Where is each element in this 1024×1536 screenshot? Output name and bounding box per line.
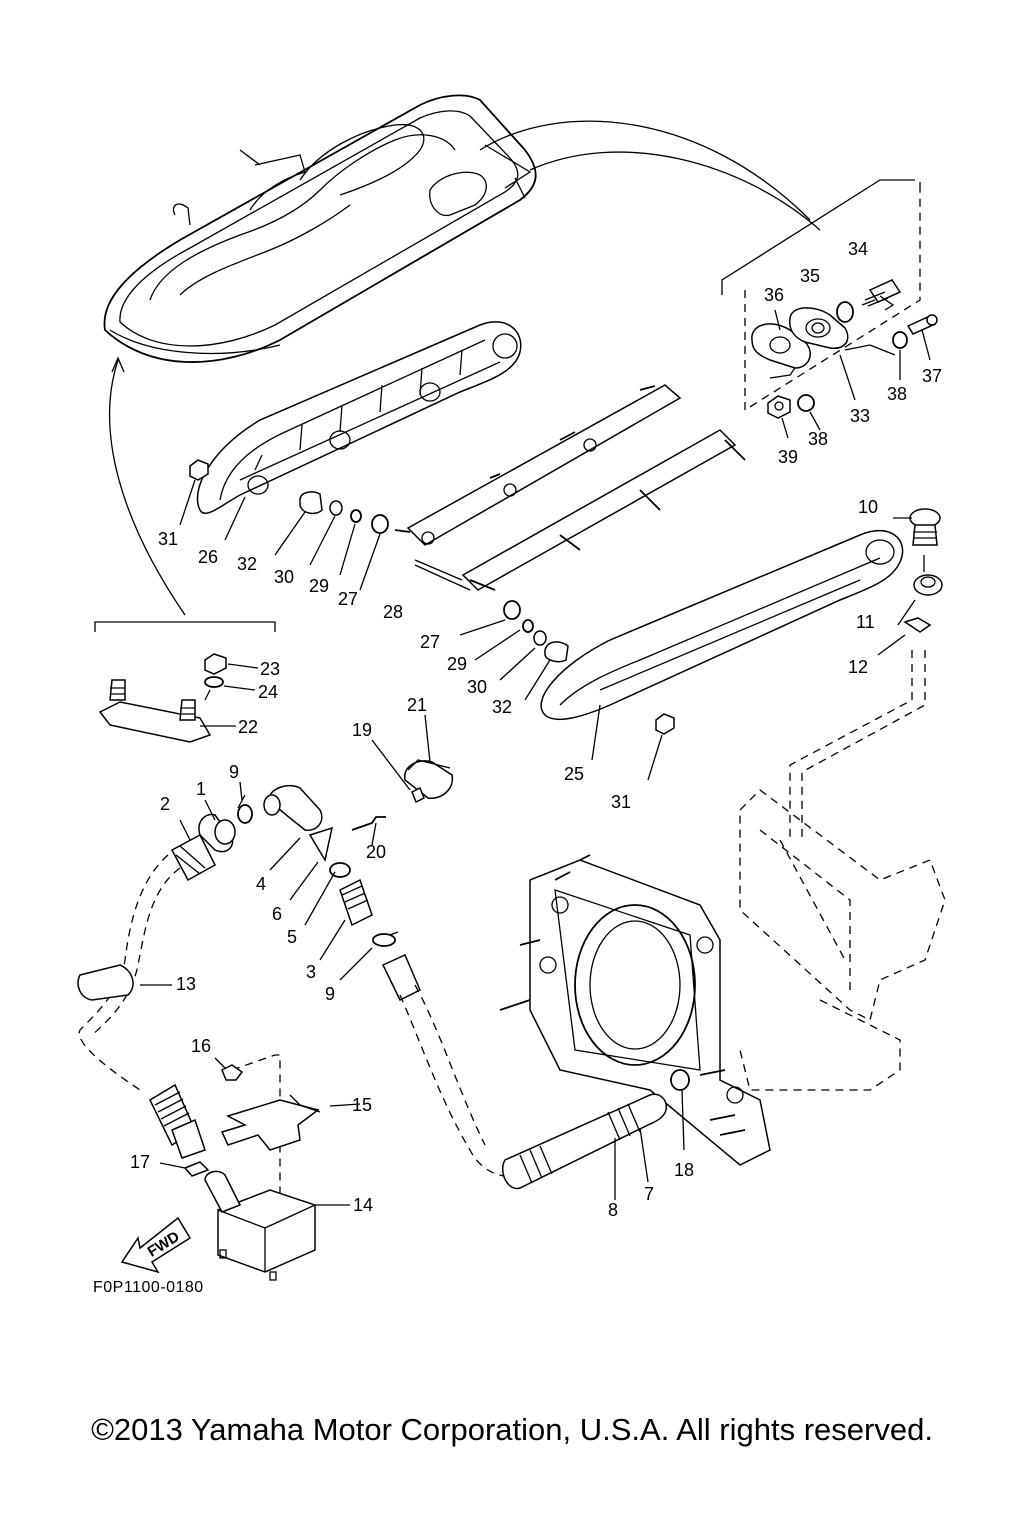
hose-12 xyxy=(789,650,913,840)
sponson-right xyxy=(540,529,904,721)
hull-leader-arrow xyxy=(111,356,125,373)
hull-leader-curve-right xyxy=(479,120,811,221)
callout-38-left: 38 xyxy=(808,429,828,449)
forward-arrow-icon: FWD xyxy=(120,1216,192,1274)
callout-32-right: 32 xyxy=(492,697,512,717)
callout-22: 22 xyxy=(238,717,258,737)
callout-9-lower: 9 xyxy=(325,984,335,1004)
callout-21: 21 xyxy=(407,695,427,715)
hull-leader-curve xyxy=(108,359,186,616)
hardware-stack-left xyxy=(224,491,389,591)
callout-33: 33 xyxy=(850,406,870,426)
copyright-notice: ©2013 Yamaha Motor Corporation, U.S.A. A… xyxy=(91,1412,933,1447)
drain-plug-assembly xyxy=(877,508,943,656)
callout-31-left: 31 xyxy=(158,529,178,549)
leader-31-right xyxy=(647,734,663,781)
callout-36: 36 xyxy=(764,285,784,305)
hose-fittings xyxy=(170,714,454,981)
callout-24: 24 xyxy=(258,682,278,702)
callout-19: 19 xyxy=(352,720,372,740)
callout-28: 28 xyxy=(383,602,403,622)
callout-17: 17 xyxy=(130,1152,150,1172)
callout-9-upper: 9 xyxy=(229,762,239,782)
callout-16: 16 xyxy=(191,1036,211,1056)
sponson-left xyxy=(196,321,522,515)
callout-39: 39 xyxy=(778,447,798,467)
detail-inset-left xyxy=(94,621,276,743)
callout-30-right: 30 xyxy=(467,677,487,697)
callout-3: 3 xyxy=(306,962,316,982)
mounting-bars xyxy=(394,384,746,591)
callout-14: 14 xyxy=(353,1195,373,1215)
callout-37: 37 xyxy=(922,366,942,386)
leader-31-left xyxy=(179,479,196,526)
jet-pump-housing xyxy=(739,789,946,1091)
callout-26: 26 xyxy=(198,547,218,567)
drawing-code: F0P1100-0180 xyxy=(93,1279,204,1296)
callout-6: 6 xyxy=(272,904,282,924)
callout-29-right: 29 xyxy=(447,654,467,674)
callout-8: 8 xyxy=(608,1200,618,1220)
intake-plate xyxy=(499,854,771,1166)
callout-18: 18 xyxy=(674,1160,694,1180)
callout-27-left: 27 xyxy=(338,589,358,609)
watercraft-illustration xyxy=(103,94,537,363)
detail-box-right xyxy=(721,179,938,439)
nut-31-right xyxy=(655,713,675,735)
callout-29-left: 29 xyxy=(309,576,329,596)
callout-4: 4 xyxy=(256,874,266,894)
hose-12b xyxy=(801,650,926,840)
callout-1: 1 xyxy=(196,779,206,799)
callout-35: 35 xyxy=(800,266,820,286)
callout-30-left: 30 xyxy=(274,567,294,587)
callout-5: 5 xyxy=(287,927,297,947)
hardware-stack-right xyxy=(459,600,601,761)
callout-38-right: 38 xyxy=(887,384,907,404)
callout-13: 13 xyxy=(176,974,196,994)
callout-12: 12 xyxy=(848,657,868,677)
callout-10: 10 xyxy=(858,497,878,517)
callout-11: 11 xyxy=(856,612,875,632)
callout-34: 34 xyxy=(848,239,868,259)
hoses xyxy=(77,854,690,1200)
hull-leader-curve-right-2 xyxy=(529,151,821,231)
nut-31-left xyxy=(189,459,209,481)
callout-27-right: 27 xyxy=(420,632,440,652)
callout-7: 7 xyxy=(644,1184,654,1204)
callout-31-right: 31 xyxy=(611,792,631,812)
callout-32-left: 32 xyxy=(237,554,257,574)
callout-25: 25 xyxy=(564,764,584,784)
callout-23: 23 xyxy=(260,659,280,679)
callout-20: 20 xyxy=(366,842,386,862)
bracket-and-box xyxy=(159,1054,361,1281)
callout-2: 2 xyxy=(160,794,170,814)
callout-15: 15 xyxy=(352,1095,372,1115)
